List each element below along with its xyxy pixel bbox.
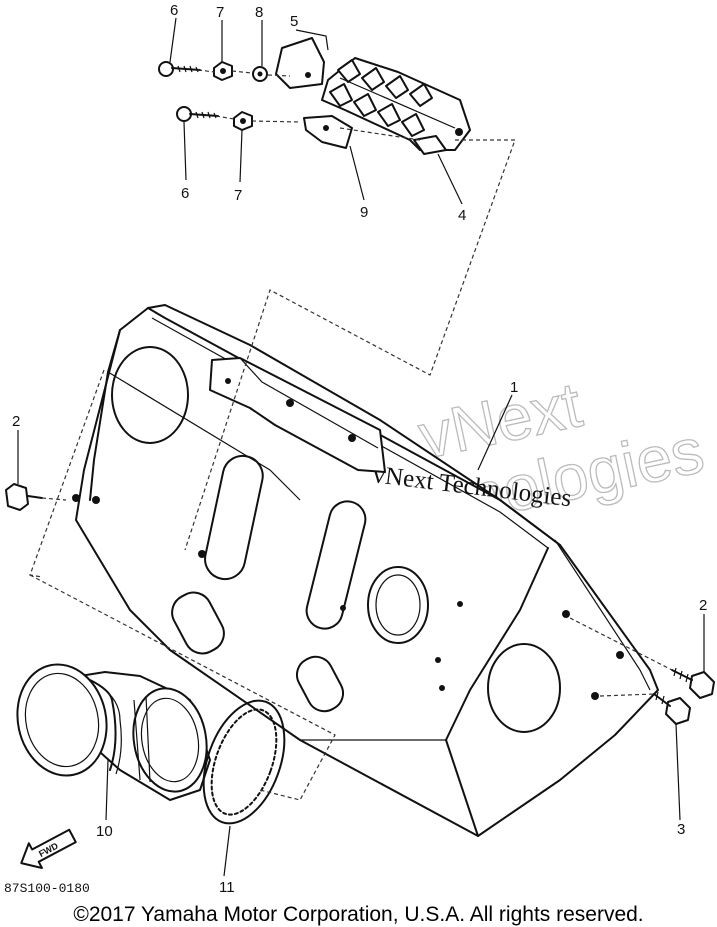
label-part-7-top: 7 (216, 4, 224, 21)
label-part-1: 1 (510, 379, 518, 396)
label-part-2-left: 2 (12, 413, 20, 430)
label-part-6-bottom: 6 (181, 185, 189, 202)
washer-part-8 (252, 66, 268, 82)
bolt-part-3 (653, 691, 691, 725)
bracket-part-4 (321, 57, 471, 155)
gasket-part-11 (202, 699, 286, 825)
nut-part-7-bottom (233, 111, 253, 131)
duct-part-10 (16, 663, 211, 801)
label-part-3: 3 (677, 821, 685, 838)
copyright-notice: ©2017 Yamaha Motor Corporation, U.S.A. A… (73, 903, 644, 926)
bolt-part-2-right (671, 667, 715, 699)
bracket-part-9 (303, 115, 353, 149)
fwd-arrow-icon: FWD (20, 828, 77, 869)
label-part-5: 5 (290, 13, 298, 30)
label-part-6-top: 6 (170, 2, 178, 19)
bolt-part-2-left (5, 483, 43, 511)
callout-labels: 6 7 8 5 6 7 9 4 1 2 2 3 10 11 (12, 2, 707, 896)
assembly-lines (29, 69, 673, 801)
label-part-2-right: 2 (699, 597, 707, 614)
label-part-8: 8 (255, 4, 263, 21)
screw-part-6-bottom (176, 106, 219, 122)
label-part-11: 11 (219, 879, 235, 896)
label-part-10: 10 (96, 823, 113, 840)
leader-lines (17, 17, 705, 877)
bracket-part-5 (275, 37, 325, 89)
reference-code: 87S100-0180 (4, 881, 90, 896)
label-part-7-bottom: 7 (234, 187, 242, 204)
label-part-9: 9 (360, 204, 368, 221)
label-part-4: 4 (458, 207, 466, 224)
nut-part-7-top (213, 61, 233, 81)
screw-part-6-top (158, 61, 201, 77)
